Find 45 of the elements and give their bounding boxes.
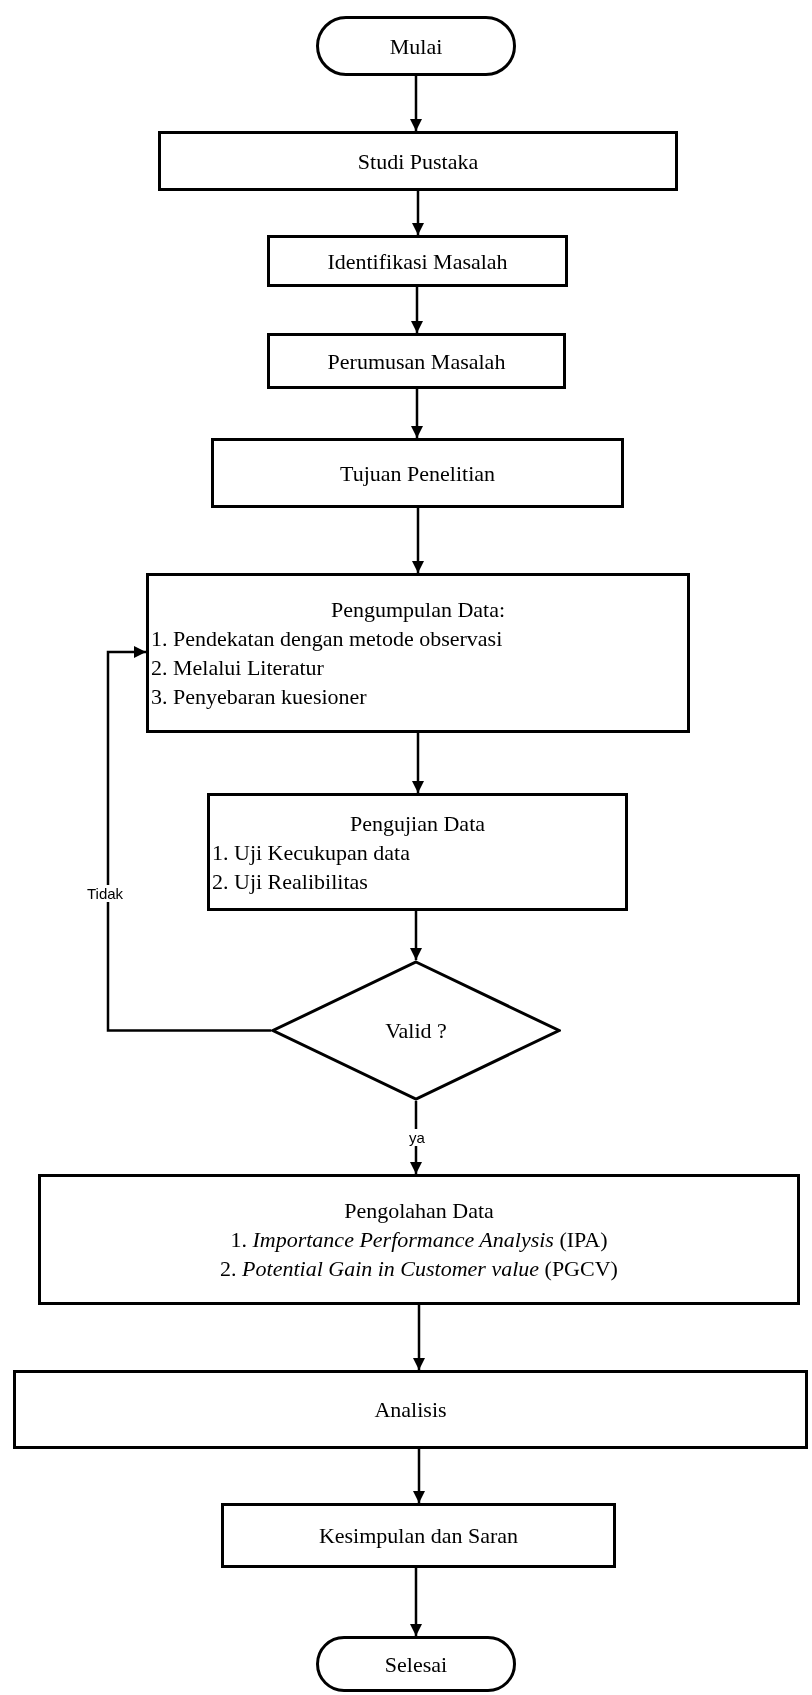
- list-item: 3. Penyebaran kuesioner: [150, 683, 368, 711]
- step-label: Kesimpulan dan Saran: [317, 1522, 520, 1550]
- edge-label: ya: [408, 1128, 426, 1146]
- process-box: [158, 131, 678, 191]
- step-label: Studi Pustaka: [356, 147, 480, 176]
- process-box: [146, 573, 690, 733]
- arrow: [106, 645, 271, 1032]
- list-item: 1. Importance Performance Analysis (IPA): [229, 1226, 609, 1254]
- process-box: [211, 438, 624, 508]
- step-label: Pengujian Data: [349, 809, 486, 838]
- arrow: [410, 287, 424, 333]
- step-label: Pengumpulan Data:: [329, 596, 507, 624]
- edge-label: Tidak: [86, 885, 125, 902]
- arrow: [410, 389, 424, 438]
- step-label: Analisis: [373, 1396, 448, 1424]
- step-label: Valid ?: [384, 1017, 448, 1045]
- arrow: [409, 76, 423, 131]
- process-box: [38, 1174, 800, 1305]
- step-label: Identifikasi Masalah: [326, 247, 509, 276]
- arrow: [411, 733, 425, 793]
- arrow: [412, 1305, 426, 1370]
- arrow: [411, 508, 425, 573]
- list-item: 2. Uji Realibilitas: [211, 867, 369, 896]
- process-box: [267, 333, 566, 389]
- list-item: 2. Potential Gain in Customer value (PGCV): [219, 1255, 619, 1283]
- process-box: [207, 793, 628, 911]
- arrow: [409, 911, 423, 960]
- process-box: [267, 235, 568, 287]
- terminal-box: [316, 1636, 516, 1692]
- decision-diamond: [271, 960, 561, 1101]
- process-box: [221, 1503, 616, 1568]
- list-item: 2. Melalui Literatur: [150, 654, 325, 682]
- step-label: Tujuan Penelitian: [339, 459, 496, 488]
- arrow: [411, 191, 425, 235]
- step-label: Selesai: [383, 1650, 449, 1679]
- step-label: Mulai: [388, 32, 444, 61]
- step-label: Perumusan Masalah: [326, 347, 507, 376]
- list-item: 1. Pendekatan dengan metode observasi: [150, 625, 504, 653]
- step-label: Pengolahan Data: [343, 1197, 495, 1225]
- arrow: [412, 1449, 426, 1503]
- arrow: [409, 1101, 423, 1174]
- terminal-box: [316, 16, 516, 76]
- process-box: [13, 1370, 808, 1449]
- arrow: [409, 1568, 423, 1636]
- list-item: 1. Uji Kecukupan data: [211, 838, 411, 867]
